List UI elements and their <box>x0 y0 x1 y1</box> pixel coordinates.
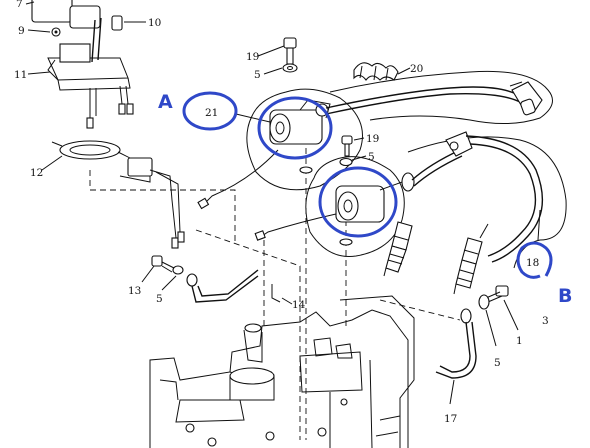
high-tension-loop-upper <box>329 70 553 125</box>
annotation-label-b: B <box>558 285 572 307</box>
callout-13: 13 <box>128 285 141 297</box>
bolt-19-mid <box>339 135 353 167</box>
leader-13 <box>141 265 155 283</box>
bolt-13-left <box>151 255 184 275</box>
callout-21: 21 <box>205 107 218 119</box>
callout-9: 9 <box>18 25 25 37</box>
leader-7 <box>25 1 35 5</box>
ignition-coil-18 <box>335 172 415 223</box>
annotation-circle-coil-18 <box>318 166 398 238</box>
leader-14 <box>281 297 293 305</box>
spark-plug-left <box>383 221 413 277</box>
leader-20 <box>397 67 411 75</box>
ht-lead-b <box>465 135 544 263</box>
callout-18: 18 <box>526 257 539 269</box>
ht-lead-18 <box>411 149 461 181</box>
washer-coil-21 <box>299 166 313 174</box>
ground-lead-left <box>186 269 259 303</box>
leader-12 <box>41 155 63 171</box>
callout-10: 10 <box>148 17 161 29</box>
leader-11 <box>27 71 51 75</box>
ht-lead-21 <box>325 86 521 109</box>
callout-3: 3 <box>542 315 549 327</box>
coil-18-outline <box>305 156 405 257</box>
clip-14 <box>271 284 281 303</box>
leader-19-top <box>257 45 285 57</box>
ignition-module-assembly <box>31 0 134 129</box>
callout-19-top: 19 <box>246 51 259 63</box>
annotation-label-a: A <box>158 91 173 113</box>
callout-17: 17 <box>444 413 457 425</box>
callout-11: 11 <box>14 69 27 81</box>
leader-17 <box>449 379 455 405</box>
callout-20: 20 <box>410 63 423 75</box>
leader-5-mid <box>351 155 367 161</box>
leader-5-right <box>485 309 497 347</box>
plug-cap-upper <box>511 81 543 116</box>
callout-12: 12 <box>30 167 43 179</box>
dashed-route-2 <box>195 229 301 440</box>
bolt-1-right <box>478 285 509 310</box>
dashed-route-1 <box>89 170 236 245</box>
spark-plug-right <box>453 223 489 295</box>
callout-5-mid: 5 <box>368 151 375 163</box>
bolt-19-top <box>282 37 298 73</box>
plug-cap-lower <box>445 131 473 157</box>
leader-5-left <box>161 275 177 291</box>
engine-block <box>149 295 415 448</box>
leader-1 <box>503 299 519 331</box>
callout-19-mid: 19 <box>366 133 379 145</box>
leader-5-top <box>263 67 283 75</box>
callout-5-right: 5 <box>494 357 501 369</box>
clip-20 <box>353 62 399 81</box>
ht-lead-b2 <box>469 143 537 257</box>
callout-5-left: 5 <box>156 293 163 305</box>
annotation-circle-18 <box>516 241 553 279</box>
ground-wire-17 <box>435 308 477 379</box>
leader-9 <box>27 29 51 33</box>
washer-coil-18 <box>339 238 353 246</box>
callout-5-top: 5 <box>254 69 261 81</box>
coil-18-ground-wire <box>261 213 337 237</box>
coil-18-terminal <box>254 230 266 241</box>
ht-lead-21b <box>325 93 521 115</box>
annotation-circle-coil-21 <box>257 96 333 160</box>
leader-19-mid <box>353 137 365 141</box>
callout-1: 1 <box>516 335 523 347</box>
coil-21-outline <box>246 88 363 191</box>
ht-lead-18b <box>413 155 463 187</box>
bracket-12 <box>51 140 185 249</box>
coil-21-terminal <box>197 197 210 210</box>
leader-18 <box>537 209 541 241</box>
coil-21-ground-wire <box>205 149 279 203</box>
leader-20b <box>509 81 523 87</box>
leader-21 <box>235 113 271 123</box>
annotation-circle-21 <box>182 91 238 131</box>
dashed-route-5 <box>379 299 461 321</box>
callout-14: 14 <box>292 299 306 311</box>
callout-7: 7 <box>16 0 23 10</box>
